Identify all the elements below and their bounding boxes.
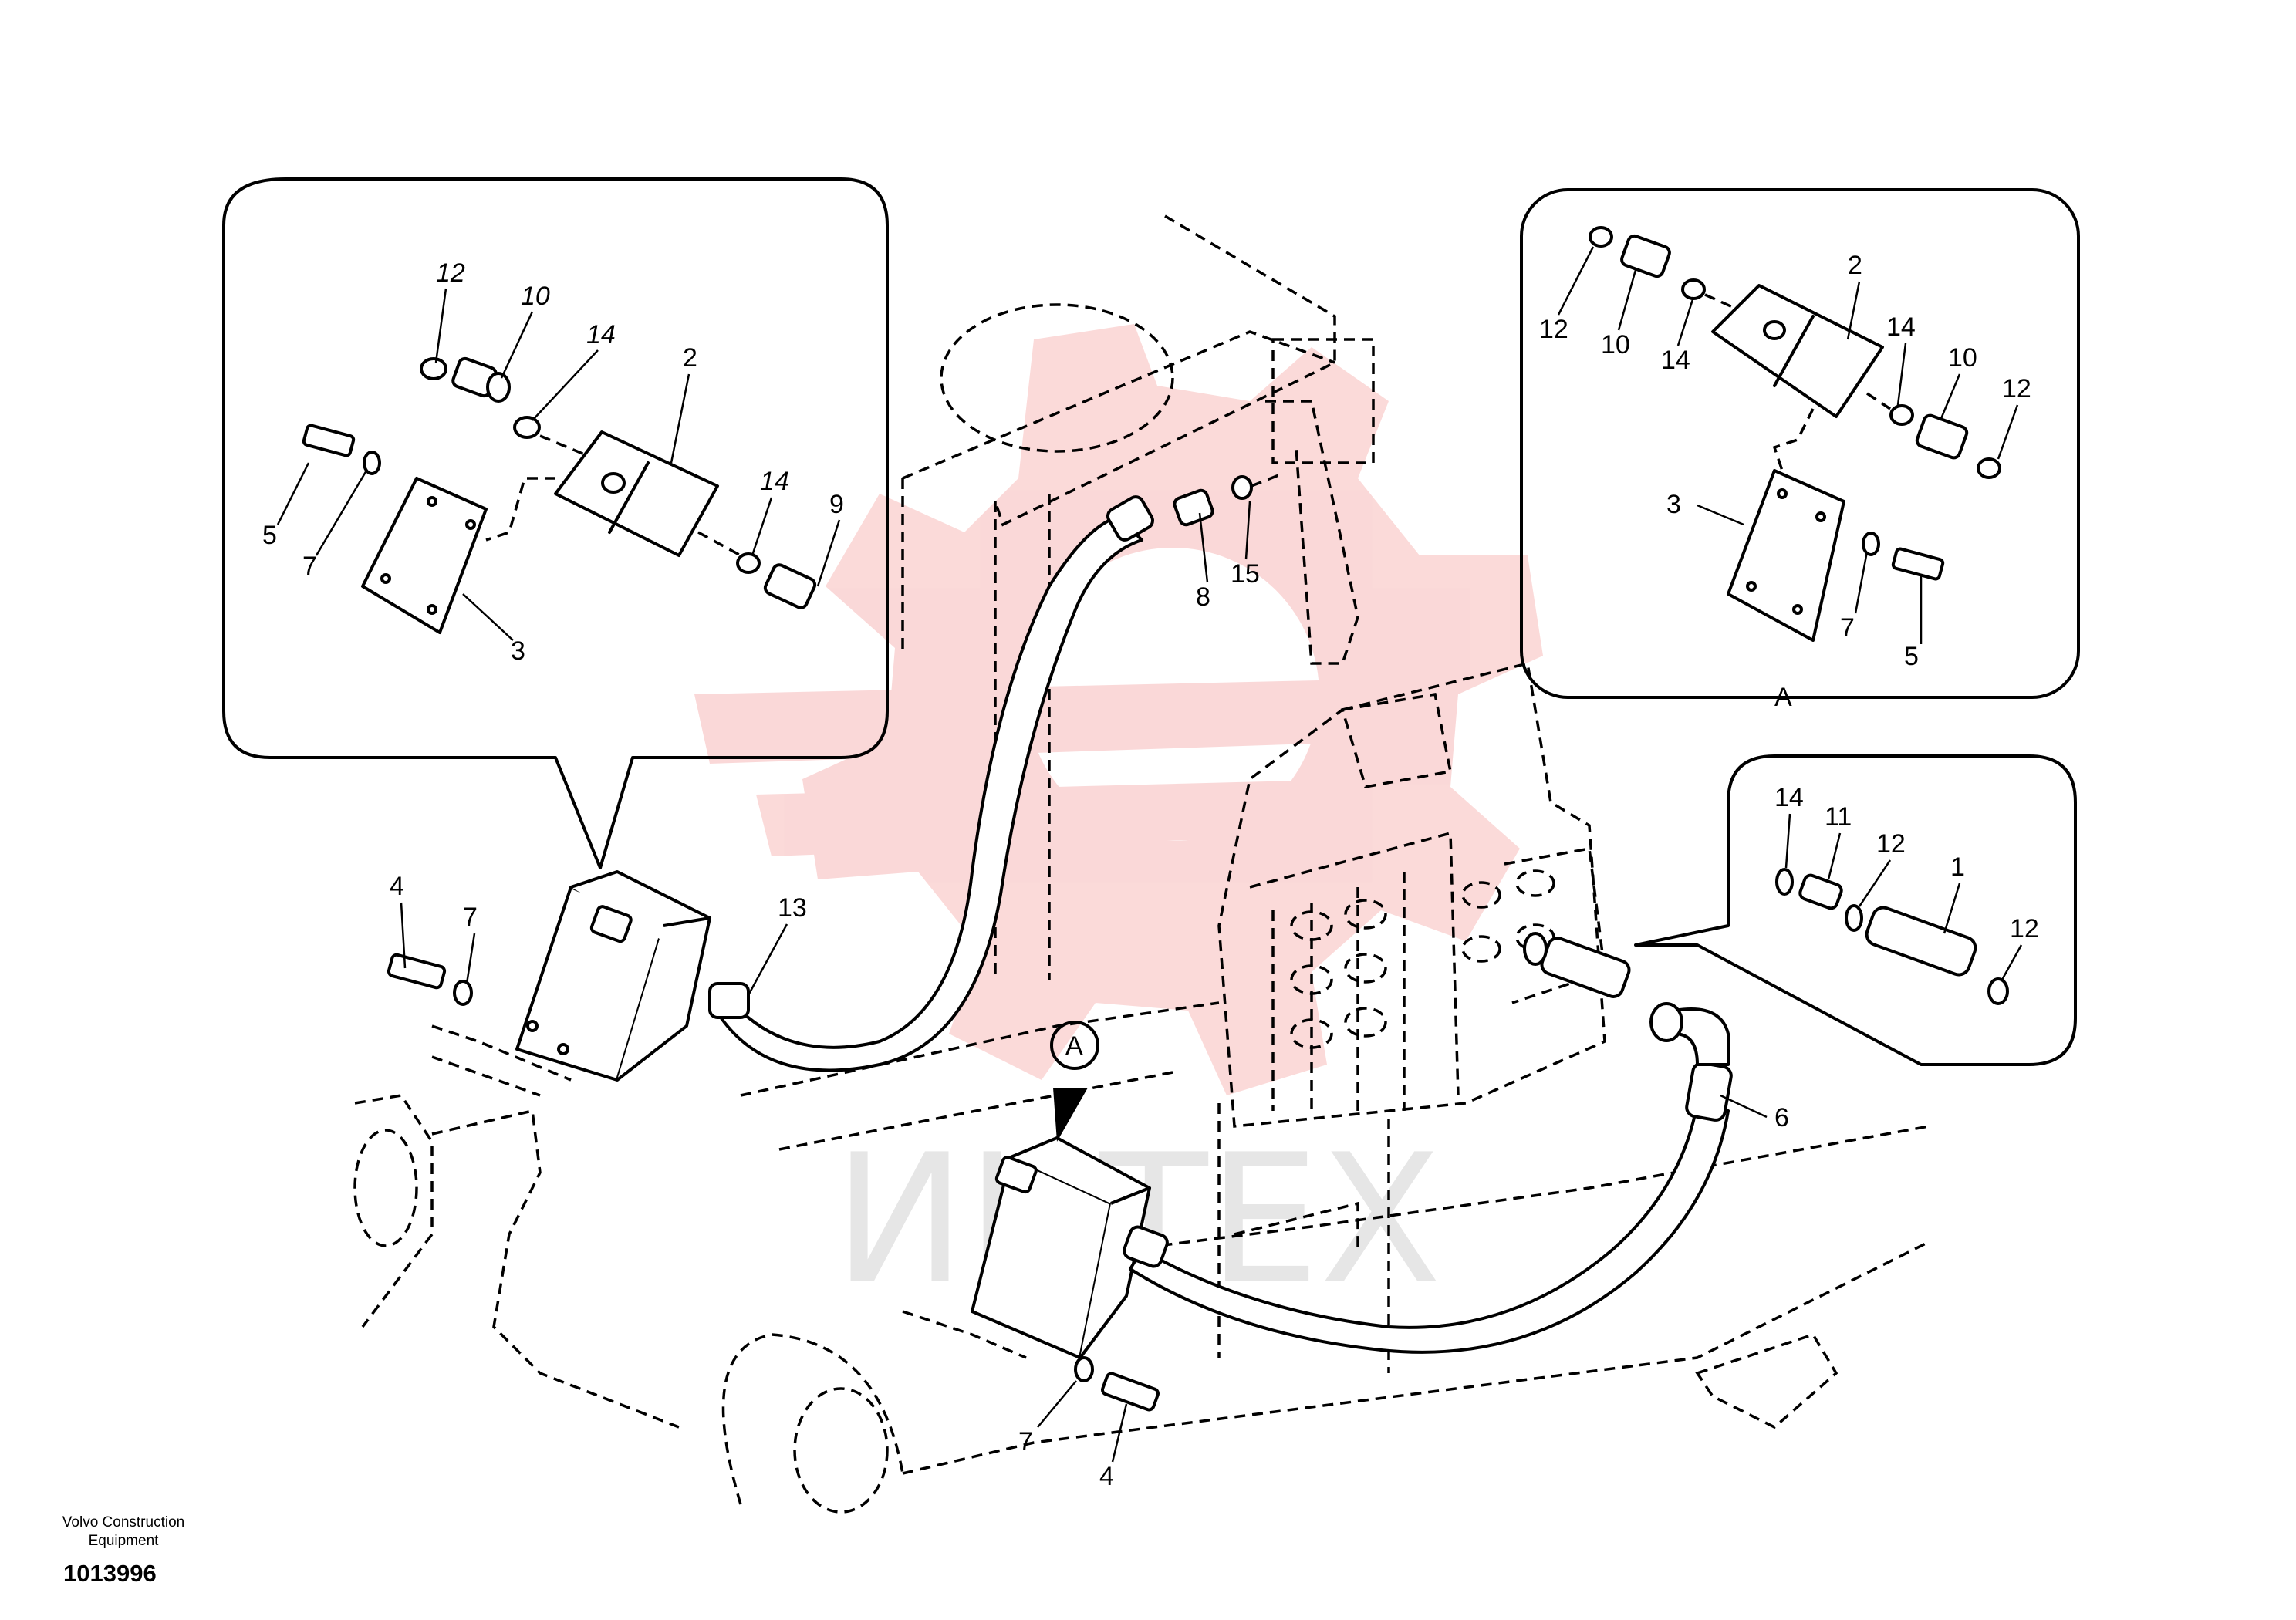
callout-label: 14 [760,467,789,496]
view-marker-arrow [1053,1088,1088,1142]
callout-label: 6 [1774,1103,1789,1132]
callout-label: 13 [778,893,807,923]
callout-label: 12 [436,258,465,288]
callout-label: 2 [683,343,697,373]
callout-label: 3 [511,636,525,666]
callout-label: 7 [1840,613,1855,643]
machine-frame-outline [353,214,1930,1514]
detail-box-a [1520,188,2080,699]
figure-number: 1013996 [63,1560,157,1587]
callouts-main: 8 15 13 4 7 6 7 4 [390,501,1789,1491]
detail-left-assembly [302,356,817,634]
callout-label: 11 [1825,802,1852,832]
callout-label: 9 [829,490,844,519]
callout-label: 12 [1539,315,1568,344]
callout-label: 10 [521,282,550,311]
manufacturer-line-1: Volvo Construction [62,1514,185,1531]
callout-label: 2 [1848,251,1862,280]
view-marker-letter: A [1065,1031,1083,1061]
detail-balloon-left [222,177,889,869]
callouts-detail-right: 12 10 14 2 14 10 12 3 7 5 [1539,246,2031,671]
callout-label: 4 [390,872,404,901]
hose-13 [720,515,1143,1072]
callout-label: 5 [1904,642,1919,671]
callout-label: 14 [1774,783,1804,812]
detail-a-caption: A [1774,683,1792,712]
callout-label: 7 [463,903,478,932]
callout-label: 8 [1196,582,1210,612]
lower-adapter-block [902,1136,1151,1359]
callout-label: 10 [1601,330,1630,359]
callout-label: 14 [1661,346,1690,375]
manufacturer-line-2: Equipment [88,1533,159,1549]
callout-label: 14 [586,320,616,349]
hose-6 [1129,1102,1730,1354]
callouts-detail-left: 12 10 14 2 14 9 5 7 3 [262,258,844,666]
callouts-detail-fitting: 14 11 12 1 12 [1774,783,2039,980]
callout-label: 1 [1950,852,1965,882]
hose-13-fittings [708,473,1281,1019]
callout-label: 4 [1099,1462,1114,1491]
watermark-logo [694,324,1543,1095]
manufacturer-name: Volvo Construction Equipment [31,1514,216,1551]
upper-adapter-block [431,870,711,1097]
callout-label: 15 [1231,559,1260,589]
detail-right-assembly [1589,226,2001,642]
detail-left-adapter [451,356,511,403]
lower-bolt [1074,1356,1160,1412]
detail-fitting-assembly [1775,868,2009,1005]
callout-label: 12 [2002,374,2031,403]
detail-balloon-fitting [1634,754,2077,1066]
upper-bolt [387,953,473,1006]
callout-label: 3 [1666,490,1681,519]
callout-label: 10 [1948,343,1977,373]
callout-label: 5 [262,521,277,550]
callout-label: 7 [302,552,317,581]
view-marker-circle [1050,1021,1099,1070]
callout-label: 12 [2010,914,2039,943]
callout-label: 12 [1876,829,1906,859]
callout-label: 7 [1018,1427,1033,1456]
hose-6-fittings [1123,932,1733,1268]
callout-label: 14 [1886,312,1916,342]
